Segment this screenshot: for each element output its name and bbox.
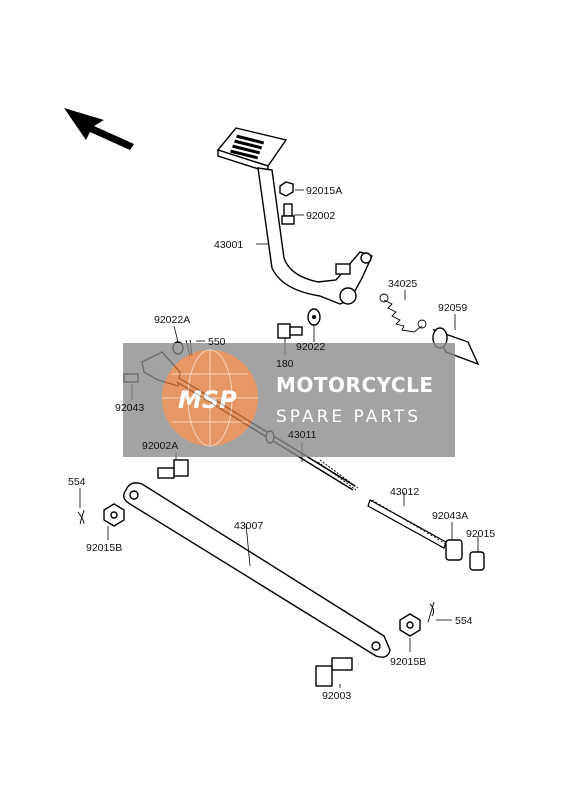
cotter-pin-554-right xyxy=(427,601,435,623)
label-92022a: 92022A xyxy=(154,314,190,326)
direction-arrow-icon xyxy=(64,108,134,150)
watermark: MSP MOTORCYCLE SPARE PARTS xyxy=(123,343,455,457)
label-554-right: 554 xyxy=(455,615,473,627)
cotter-pin-554-left xyxy=(77,509,85,525)
label-92015: 92015 xyxy=(466,528,495,540)
label-43007: 43007 xyxy=(234,520,263,532)
washer-92022 xyxy=(307,308,321,326)
label-92002a: 92002A xyxy=(142,440,178,452)
nut-92015 xyxy=(469,551,485,571)
label-554-left: 554 xyxy=(68,476,86,488)
watermark-subtitle: SPARE PARTS xyxy=(276,407,421,427)
label-92015a: 92015A xyxy=(306,185,342,197)
spring-43012 xyxy=(367,499,447,549)
bolt-92002 xyxy=(281,203,295,225)
label-43001: 43001 xyxy=(214,239,243,251)
label-92059: 92059 xyxy=(438,302,467,314)
label-92043a: 92043A xyxy=(432,510,468,522)
label-92043: 92043 xyxy=(115,402,144,414)
nut-92015b-left xyxy=(103,503,125,527)
label-34025: 34025 xyxy=(388,278,417,290)
label-92015b-right: 92015B xyxy=(390,656,426,668)
nut-92015a xyxy=(279,181,294,197)
bolt-92003 xyxy=(315,657,353,687)
watermark-logo: MSP xyxy=(178,386,237,414)
label-92022: 92022 xyxy=(296,341,325,353)
nut-92015b-right xyxy=(399,613,421,637)
label-43012: 43012 xyxy=(390,486,419,498)
label-550: 550 xyxy=(208,336,226,348)
brake-pedal xyxy=(216,127,373,305)
bolt-92002a xyxy=(157,459,189,479)
part-labels: 43001 92015A 92002 34025 92059 92022A 55… xyxy=(68,185,495,702)
nut-92043a xyxy=(445,539,463,561)
watermark-title: MOTORCYCLE xyxy=(276,373,433,397)
spring-34025 xyxy=(379,293,427,333)
watermark-globe-icon xyxy=(162,350,258,446)
label-92015b-left: 92015B xyxy=(86,542,122,554)
label-43011: 43011 xyxy=(288,429,317,441)
bolt-180 xyxy=(277,323,303,339)
label-92002: 92002 xyxy=(306,210,335,222)
link-rod-43007 xyxy=(123,482,391,658)
label-92003: 92003 xyxy=(322,690,351,702)
label-180: 180 xyxy=(276,358,294,370)
